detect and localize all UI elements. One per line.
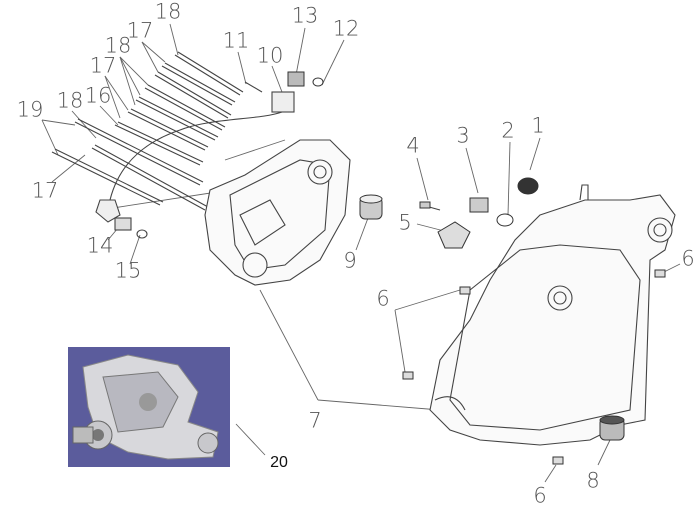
callout-6: 6 [681,246,695,271]
sensor-and-cable [95,91,295,239]
assembly-render-thumbnail [68,347,230,467]
callout-1: 1 [531,113,545,138]
callout-17: 17 [31,178,59,203]
callout-20: 20 [270,454,288,471]
callout-16: 16 [84,83,112,108]
callout-17: 17 [126,18,154,43]
callout-3: 3 [456,123,470,148]
callout-11: 11 [222,28,250,53]
callout-13: 13 [291,3,319,28]
callout-14: 14 [86,233,114,258]
callout-18: 18 [104,33,132,58]
bearing-8-and-dowels [402,269,666,465]
plug-and-washer [287,71,324,87]
callout-9: 9 [343,248,357,273]
callout-17: 17 [89,53,117,78]
left-crankcase-half [204,139,351,286]
assembly-render-image [72,354,219,460]
callout-18: 18 [154,0,182,24]
callout-10: 10 [256,43,284,68]
parts-1-to-5 [419,177,539,249]
callout-18: 18 [56,88,84,113]
callout-15: 15 [114,258,142,283]
callout-2: 2 [501,118,515,143]
callout-19: 19 [16,97,44,122]
callout-5: 5 [398,210,412,235]
callout-7: 7 [308,408,322,433]
callout-4: 4 [406,133,420,158]
right-crankcase-half [429,184,676,446]
callout-6: 6 [376,286,390,311]
callout-6: 6 [533,483,547,508]
callout-12: 12 [332,16,360,41]
bearing-9 [359,194,383,220]
leader-lines [41,23,681,483]
callout-8: 8 [586,468,600,493]
